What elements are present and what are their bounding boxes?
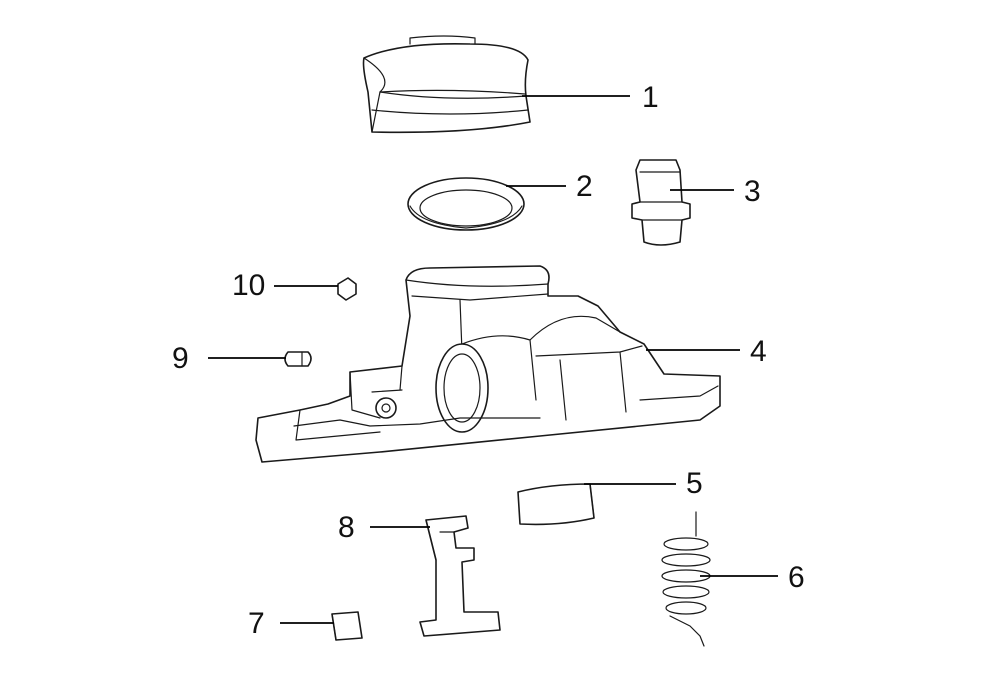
part-6-spring bbox=[661, 511, 711, 647]
part-1-cap bbox=[362, 35, 531, 134]
callout-3: 3 bbox=[744, 175, 761, 208]
callout-1: 1 bbox=[642, 81, 659, 114]
part-10-nut bbox=[337, 277, 357, 301]
callout-2: 2 bbox=[576, 170, 593, 203]
part-3-fitting bbox=[631, 159, 691, 246]
part-7-cube bbox=[331, 611, 363, 641]
callout-7: 7 bbox=[248, 607, 265, 640]
part-5-block bbox=[517, 483, 595, 526]
callout-4: 4 bbox=[750, 335, 767, 368]
part-4-housing bbox=[255, 265, 721, 463]
callout-5: 5 bbox=[686, 467, 703, 500]
callout-9: 9 bbox=[172, 342, 189, 375]
part-9-pin bbox=[284, 351, 312, 367]
callout-10: 10 bbox=[232, 269, 265, 302]
part-8-latch bbox=[419, 515, 501, 637]
callout-8: 8 bbox=[338, 511, 355, 544]
callout-6: 6 bbox=[788, 561, 805, 594]
part-2-seal-ring bbox=[407, 177, 525, 231]
